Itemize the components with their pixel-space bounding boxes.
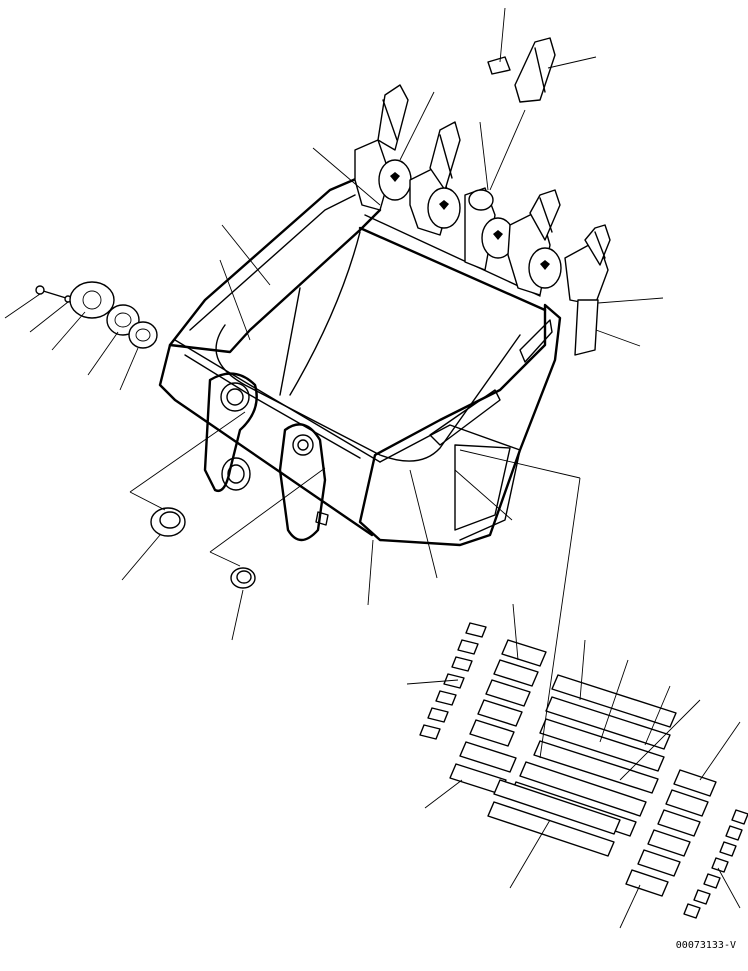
- tooth-pin: [487, 56, 511, 75]
- figure-id: 00073133-V: [675, 940, 736, 951]
- tooth-1: [354, 84, 412, 211]
- boss-hardware: [35, 281, 158, 349]
- teeth-row: [354, 37, 611, 356]
- spare-tooth: [514, 37, 556, 103]
- tooth-5: [564, 224, 611, 356]
- tooth-4: [507, 189, 562, 296]
- leader-lines: [4, 7, 741, 929]
- tooth-3: [464, 187, 515, 271]
- bucket-body: [158, 173, 562, 547]
- wear-plate-kit: [419, 622, 748, 919]
- caps: [150, 507, 256, 589]
- tooth-2: [409, 121, 461, 236]
